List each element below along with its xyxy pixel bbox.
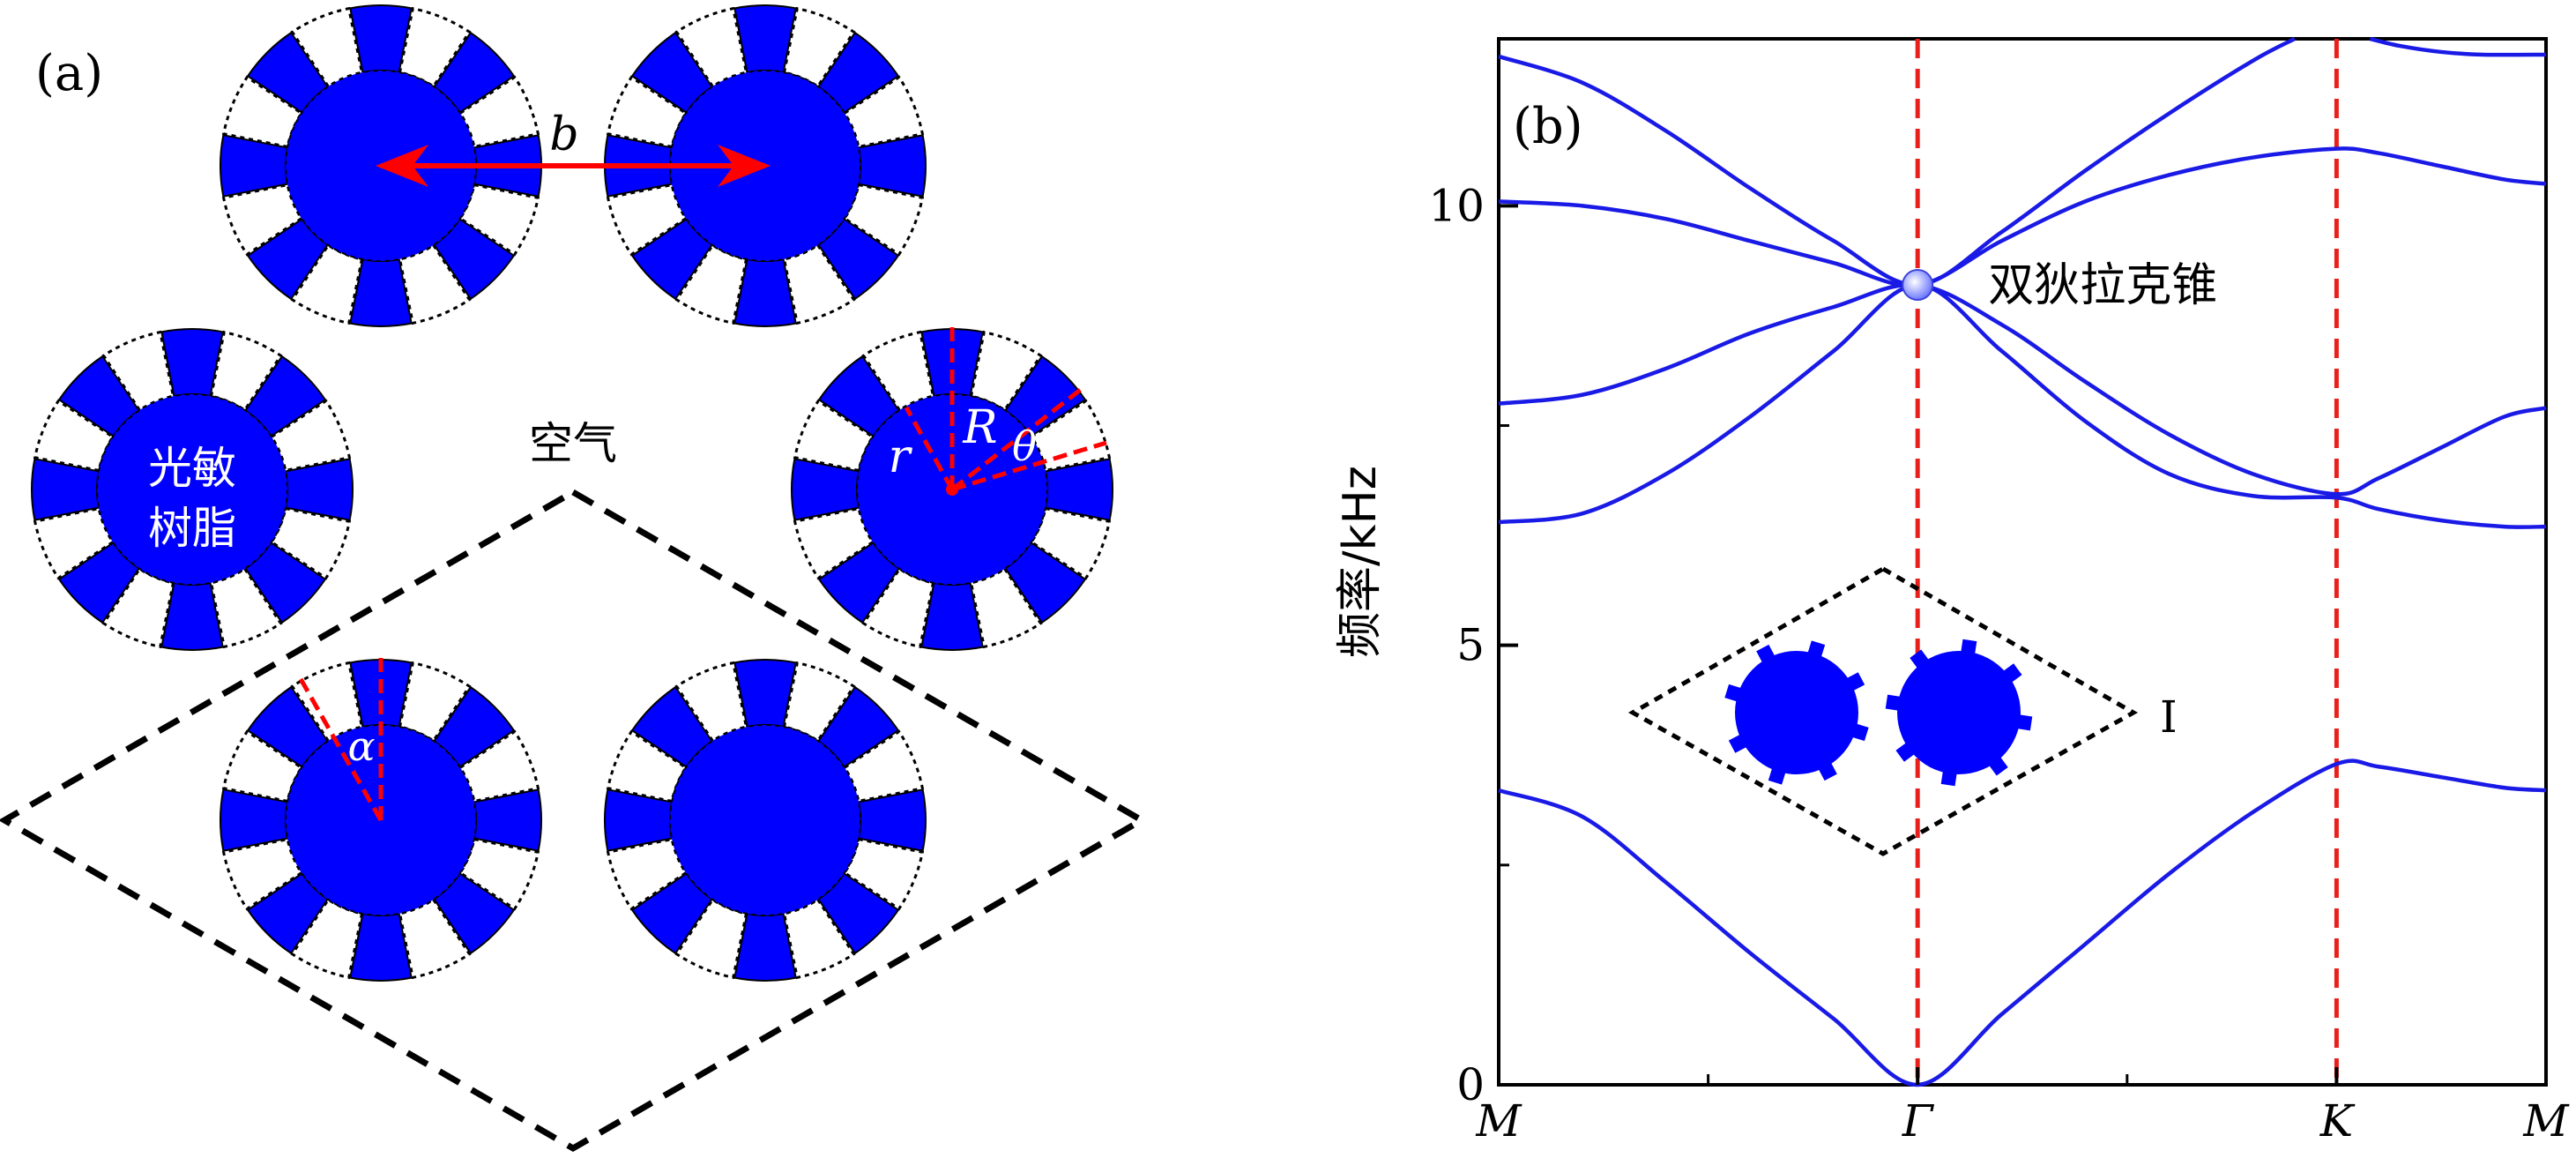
rotation-angle-annotation xyxy=(297,654,383,822)
geometry-annotations xyxy=(904,326,1107,496)
resin-blade xyxy=(246,31,329,114)
high-symmetry-guides xyxy=(1915,39,2339,1085)
outer-radius-label: R xyxy=(962,401,997,454)
resin-blade xyxy=(733,258,797,327)
blade-angle-label: θ xyxy=(1012,422,1037,470)
removed-blade xyxy=(861,566,935,649)
resin-core xyxy=(96,393,288,586)
removed-blade xyxy=(458,837,540,911)
inset-disks xyxy=(1724,639,2033,787)
inset-core xyxy=(1735,651,1858,774)
removed-blade xyxy=(782,6,856,89)
y-tick-label: 10 xyxy=(1428,180,1485,231)
removed-blade xyxy=(209,330,283,413)
inset-core xyxy=(1897,651,2021,774)
resonator xyxy=(604,659,927,982)
resin-blade xyxy=(349,258,413,327)
resin-blade xyxy=(433,685,516,768)
panel-b: (b) 0 5 10 M Γ K M 频率/kHz I 双狄拉克锥 xyxy=(1334,36,2570,1147)
band-line xyxy=(2369,36,2547,57)
x-tick-label: Γ xyxy=(1902,1095,1935,1147)
band-line xyxy=(1498,37,2296,288)
removed-blade xyxy=(458,183,540,257)
resin-core xyxy=(669,724,861,916)
resin-blade xyxy=(817,685,900,768)
removed-blade xyxy=(606,729,689,803)
x-tick-label: M xyxy=(1475,1095,1523,1147)
air-label: 空气 xyxy=(529,418,617,469)
dirac-cone-label: 双狄拉克锥 xyxy=(1988,259,2217,312)
y-axis-ticks: 0 5 10 xyxy=(1428,180,1518,1110)
resin-blade xyxy=(920,581,984,651)
resin-blade xyxy=(246,685,329,768)
resin-blade xyxy=(57,355,140,437)
removed-blade xyxy=(221,75,304,149)
removed-blade xyxy=(782,661,856,743)
removed-blade xyxy=(793,399,875,473)
inset-resonator xyxy=(1724,640,1869,785)
removed-blade xyxy=(842,183,925,257)
resin-blade xyxy=(349,912,413,982)
band-line xyxy=(1498,282,2547,529)
panel-a-label: (a) xyxy=(35,45,103,102)
removed-blade xyxy=(290,243,364,325)
material-label-line1: 光敏 xyxy=(148,443,236,494)
removed-blade xyxy=(398,661,472,743)
resin-blade xyxy=(433,31,516,114)
band-line xyxy=(1498,282,2547,497)
unit-cell-rhombus xyxy=(0,488,1149,1153)
dirac-point-marker xyxy=(1902,269,1934,302)
resin-blade xyxy=(244,355,327,437)
panel-a: (a) b r R θ α 光敏 树脂 空气 xyxy=(0,4,1149,1153)
resonator xyxy=(31,328,354,651)
removed-blade xyxy=(969,330,1043,413)
x-tick-label: M xyxy=(2522,1095,2570,1147)
removed-blade xyxy=(674,243,748,325)
lattice-constant-label: b xyxy=(549,108,578,161)
band-line xyxy=(1498,758,2547,1087)
panel-b-label: (b) xyxy=(1513,98,1583,155)
y-axis-label: 频率/kHz xyxy=(1334,466,1387,658)
y-tick-label: 0 xyxy=(1456,1059,1485,1110)
rotation-angle-label: α xyxy=(347,722,375,770)
resin-blade xyxy=(630,31,713,114)
resin-blade xyxy=(733,912,797,982)
material-label-line2: 树脂 xyxy=(148,503,236,554)
y-tick-label: 5 xyxy=(1456,620,1485,671)
plot-frame xyxy=(1497,37,2548,1087)
removed-blade xyxy=(33,399,115,473)
region-label: I xyxy=(2160,691,2178,743)
inner-radius-label: r xyxy=(889,430,913,483)
removed-blade xyxy=(101,566,175,649)
resin-blade xyxy=(630,685,713,768)
removed-blade xyxy=(221,729,304,803)
resin-blade xyxy=(160,581,224,651)
removed-blade xyxy=(269,506,352,580)
resin-blade xyxy=(817,31,900,114)
removed-blade xyxy=(842,837,925,911)
resin-blade xyxy=(1004,355,1087,437)
x-tick-label: K xyxy=(2319,1095,2356,1147)
band-curves xyxy=(1498,36,2547,1087)
removed-blade xyxy=(606,75,689,149)
inset-supercell xyxy=(1627,566,2139,856)
band-line xyxy=(1498,146,2547,288)
inset-resonator xyxy=(1885,639,2033,787)
removed-blade xyxy=(398,6,472,89)
